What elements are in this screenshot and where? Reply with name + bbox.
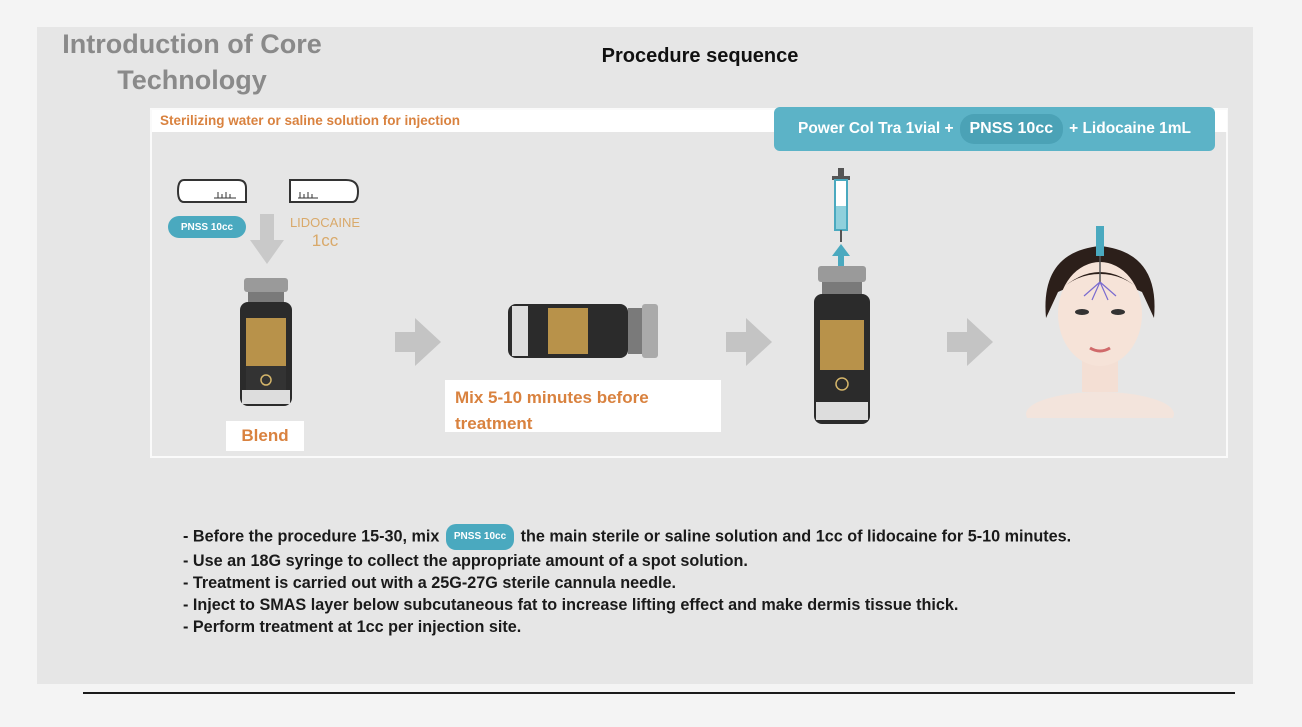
syringe-icon: [832, 168, 850, 266]
formula-part1: Power Col Tra 1vial +: [798, 120, 954, 137]
right-arrow-icon: [395, 318, 441, 366]
instruction-line: - Treatment is carried out with a 25G-27…: [183, 574, 676, 592]
formula-pnss-pill: PNSS 10cc: [959, 114, 1064, 144]
section-title: Introduction of Core Technology: [62, 29, 322, 95]
instruction-line: - Inject to SMAS layer below subcutaneou…: [183, 596, 959, 614]
right-arrow-icon: [947, 318, 993, 366]
formula-part2: + Lidocaine 1mL: [1069, 120, 1191, 137]
instructions-list: - Before the procedure 15-30, mix PNSS 1…: [183, 524, 1071, 638]
down-arrow-icon: [250, 214, 284, 264]
formula-banner: Power Col Tra 1vial + PNSS 10cc + Lidoca…: [774, 107, 1215, 151]
sterilizing-label: Sterilizing water or saline solution for…: [160, 113, 461, 128]
lidocaine-label: LIDOCAINE 1cc: [289, 215, 361, 250]
pnss-ampoule-icon: [176, 179, 247, 203]
pnss-inline-pill: PNSS 10cc: [445, 524, 515, 550]
procedure-title: Procedure sequence: [601, 45, 799, 67]
lidocaine-ampoule-icon: [289, 179, 360, 203]
procedure-diagram: [150, 108, 1228, 458]
pnss-pill: PNSS 10cc: [168, 216, 246, 238]
blend-label: Blend: [226, 421, 304, 451]
right-arrow-icon: [726, 318, 772, 366]
face-illustration: [1026, 226, 1174, 418]
vial-icon: [240, 278, 292, 406]
instruction-line: - Before the procedure 15-30, mix PNSS 1…: [183, 524, 1071, 550]
instruction-line: - Perform treatment at 1cc per injection…: [183, 618, 522, 636]
instruction-line: - Use an 18G syringe to collect the appr…: [183, 552, 748, 570]
vial-icon: [814, 266, 870, 424]
bottom-rule: [83, 692, 1235, 694]
mix-label: Mix 5-10 minutes before treatment: [445, 380, 721, 433]
vial-horizontal-icon: [508, 304, 658, 358]
